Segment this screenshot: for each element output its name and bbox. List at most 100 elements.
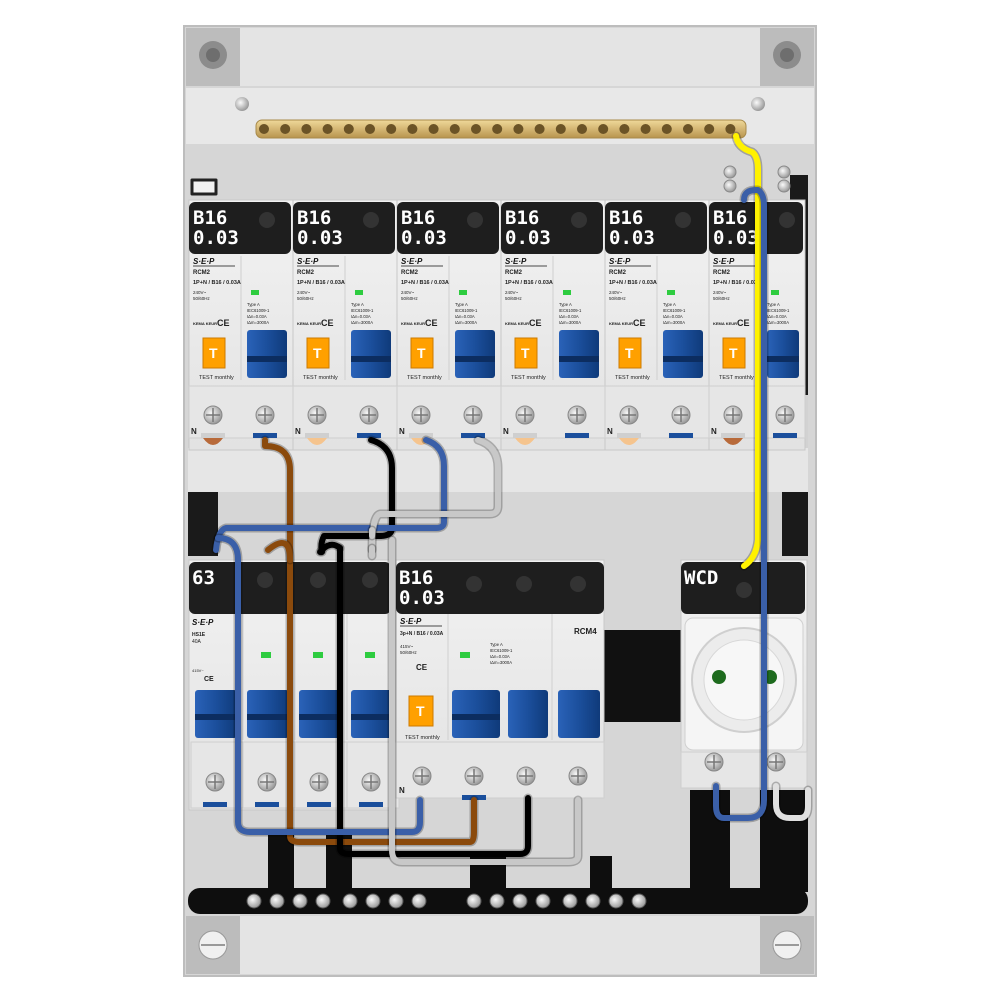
- earth-screw: [723, 179, 737, 193]
- neutral-bar-screw: [292, 893, 308, 909]
- standard-label: IEC61009-1: [247, 308, 270, 313]
- status-indicator: [667, 290, 675, 295]
- type-label: Type A: [455, 302, 468, 307]
- test-button-label: T: [625, 345, 634, 361]
- test-label: TEST monthly: [615, 375, 650, 381]
- ce-mark: CE: [321, 318, 334, 328]
- terminal-screw-n: [203, 405, 223, 425]
- neutral-tail: [307, 438, 327, 445]
- icn-label: IΔm=3000A: [455, 320, 477, 325]
- test-label: TEST monthly: [407, 375, 442, 381]
- rcbo-rating: B16: [401, 207, 435, 229]
- spec-label: 1P+N / B16 / 0.03A: [505, 280, 553, 286]
- model-label: RCM2: [609, 270, 627, 276]
- neutral-bar-screw: [342, 893, 358, 909]
- busbar-hole: [449, 124, 460, 134]
- earth-screw: [777, 165, 791, 179]
- test-button-label: T: [209, 345, 218, 361]
- neutral-bar-screw: [365, 893, 381, 909]
- main-switch-voltage: 415V~: [192, 668, 204, 673]
- toggle-handle-shade: [247, 356, 287, 362]
- terminal-block: [395, 741, 605, 799]
- terminal-screw: [766, 752, 786, 772]
- voltage-label: 240V~: [193, 290, 207, 295]
- main-switch-cap-screw: [362, 572, 378, 588]
- standard-label: IEC61009-1: [490, 648, 513, 653]
- rcbo-sensitivity: 0.03: [609, 227, 655, 249]
- terminal-screw: [704, 752, 724, 772]
- socket-pin-hole: [712, 670, 726, 684]
- main-switch-cap-screw: [257, 572, 273, 588]
- model-label: RCM2: [505, 270, 523, 276]
- busbar-hole: [661, 124, 672, 134]
- idn-label: IΔn=0.03A: [351, 314, 371, 319]
- rcm4-cap: [396, 562, 604, 614]
- main-switch-rating: 63: [192, 567, 215, 589]
- wire-black: [337, 545, 531, 857]
- neutral-bar-screw: [585, 893, 601, 909]
- ce-mark: CE: [529, 318, 542, 328]
- side-black-right: [782, 492, 808, 556]
- ce-mark: CE: [204, 676, 214, 683]
- toggle-handle: [559, 330, 599, 378]
- ce-mark: CE: [633, 318, 646, 328]
- brand-logo: S·E·P: [193, 257, 215, 266]
- busbar-hole: [492, 124, 503, 134]
- type-label: Type A: [247, 302, 260, 307]
- terminal-clip: [513, 433, 537, 438]
- toggle-handle: [455, 330, 495, 378]
- neutral-bar-screw: [535, 893, 551, 909]
- terminal-screw-l: [671, 405, 691, 425]
- wall-socket-wcd: WCD: [680, 559, 808, 789]
- standard-label: IEC61009-1: [455, 308, 478, 313]
- toggle-handle-shade: [455, 356, 495, 362]
- rcbo-sensitivity: 0.03: [193, 227, 239, 249]
- main-switch-cap-screw: [310, 572, 326, 588]
- standard-label: IEC61009-1: [663, 308, 686, 313]
- earth-screw: [723, 165, 737, 179]
- rcbo-top-screw: [259, 212, 275, 228]
- type-label: Type A: [767, 302, 780, 307]
- rcm4-rating: B16: [399, 567, 433, 589]
- freq-label: 50/60Hz: [297, 296, 315, 301]
- terminal-clip: [773, 433, 797, 438]
- wire-black-link: [317, 541, 343, 555]
- terminal-clip: [201, 433, 225, 438]
- rcbo-sensitivity: 0.03: [297, 227, 343, 249]
- terminal-clip: [409, 433, 433, 438]
- rcm4-cap-screw: [516, 576, 532, 592]
- toggle-handle-shade: [351, 714, 393, 720]
- busbar-hole: [407, 124, 418, 134]
- type-label: Type A: [490, 642, 503, 647]
- wcd-label: WCD: [684, 567, 718, 589]
- earth-terminals: [190, 165, 791, 196]
- spec-label: 1P+N / B16 / 0.03A: [609, 280, 657, 286]
- model-label: RCM2: [401, 270, 419, 276]
- freq-label: 50/60Hz: [609, 296, 627, 301]
- terminal-screw: [568, 766, 588, 786]
- brand-logo: S·E·P: [192, 618, 214, 627]
- ce-mark: CE: [416, 663, 428, 672]
- wiring: [190, 131, 813, 867]
- wire-earth: [733, 133, 761, 569]
- toggle-handle-shade: [351, 356, 391, 362]
- test-label: TEST monthly: [719, 375, 754, 381]
- test-button: [306, 337, 330, 369]
- ce-mark: CE: [425, 318, 438, 328]
- terminal-screw-n: [619, 405, 639, 425]
- freq-label: 50/60Hz: [401, 296, 419, 301]
- toggle-handle: [767, 330, 799, 378]
- enclosure-top-cover: [240, 28, 760, 86]
- wire-brown: [262, 437, 477, 845]
- terminal-clip: [255, 802, 279, 807]
- toggle-handle: [247, 330, 287, 378]
- busbar-hole: [259, 124, 269, 134]
- neutral-bar-screw: [608, 893, 624, 909]
- busbar-hole: [619, 124, 630, 134]
- earth-busbar: [255, 119, 747, 139]
- rcbo-rating: B16: [297, 207, 331, 229]
- standard-label: IEC61009-1: [559, 308, 582, 313]
